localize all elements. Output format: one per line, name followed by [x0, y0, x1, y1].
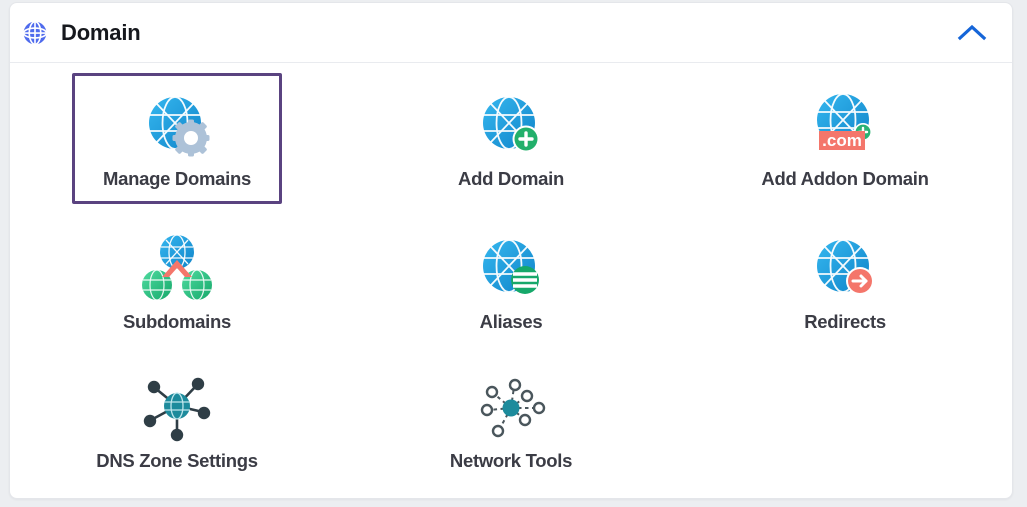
tile-label: Manage Domains [103, 168, 251, 189]
tile-label: Aliases [479, 311, 543, 332]
tile-label: DNS Zone Settings [96, 450, 258, 471]
globe-icon [22, 20, 48, 45]
tile-add-domain[interactable]: Add Domain [406, 73, 616, 204]
globe-subdomains-icon [142, 234, 212, 301]
globe-arrow-icon [817, 239, 874, 295]
svg-text:.com: .com [822, 131, 862, 150]
tile-label: Add Domain [458, 168, 564, 189]
chevron-up-icon [957, 24, 987, 40]
globe-dotcom-plus-icon: .com [817, 93, 872, 150]
domain-panel-card: Domain [9, 2, 1013, 499]
tile-subdomains[interactable]: Subdomains [72, 216, 282, 347]
dns-network-icon [143, 377, 211, 442]
domain-tools-grid: Manage Domains [10, 63, 1012, 498]
globe-gear-icon [149, 96, 210, 157]
tile-label: Redirects [804, 311, 886, 332]
tile-redirects[interactable]: Redirects [740, 216, 950, 347]
globe-list-icon [483, 239, 539, 294]
panel-header: Domain [10, 3, 1012, 63]
collapse-toggle-button[interactable] [950, 13, 994, 53]
page-title: Domain [61, 19, 141, 45]
tile-label: Add Addon Domain [761, 168, 929, 189]
tile-label: Network Tools [449, 450, 573, 471]
globe-plus-icon [483, 96, 540, 153]
tile-label: Subdomains [122, 311, 231, 332]
tile-manage-domains[interactable]: Manage Domains [72, 73, 282, 204]
tile-aliases[interactable]: Aliases [406, 216, 616, 347]
tile-add-addon-domain[interactable]: .com Add Addon Domain [740, 73, 950, 204]
tile-dns-zone-settings[interactable]: DNS Zone Settings [72, 359, 282, 490]
tile-network-tools[interactable]: Network Tools [406, 359, 616, 490]
network-nodes-icon [480, 378, 546, 438]
